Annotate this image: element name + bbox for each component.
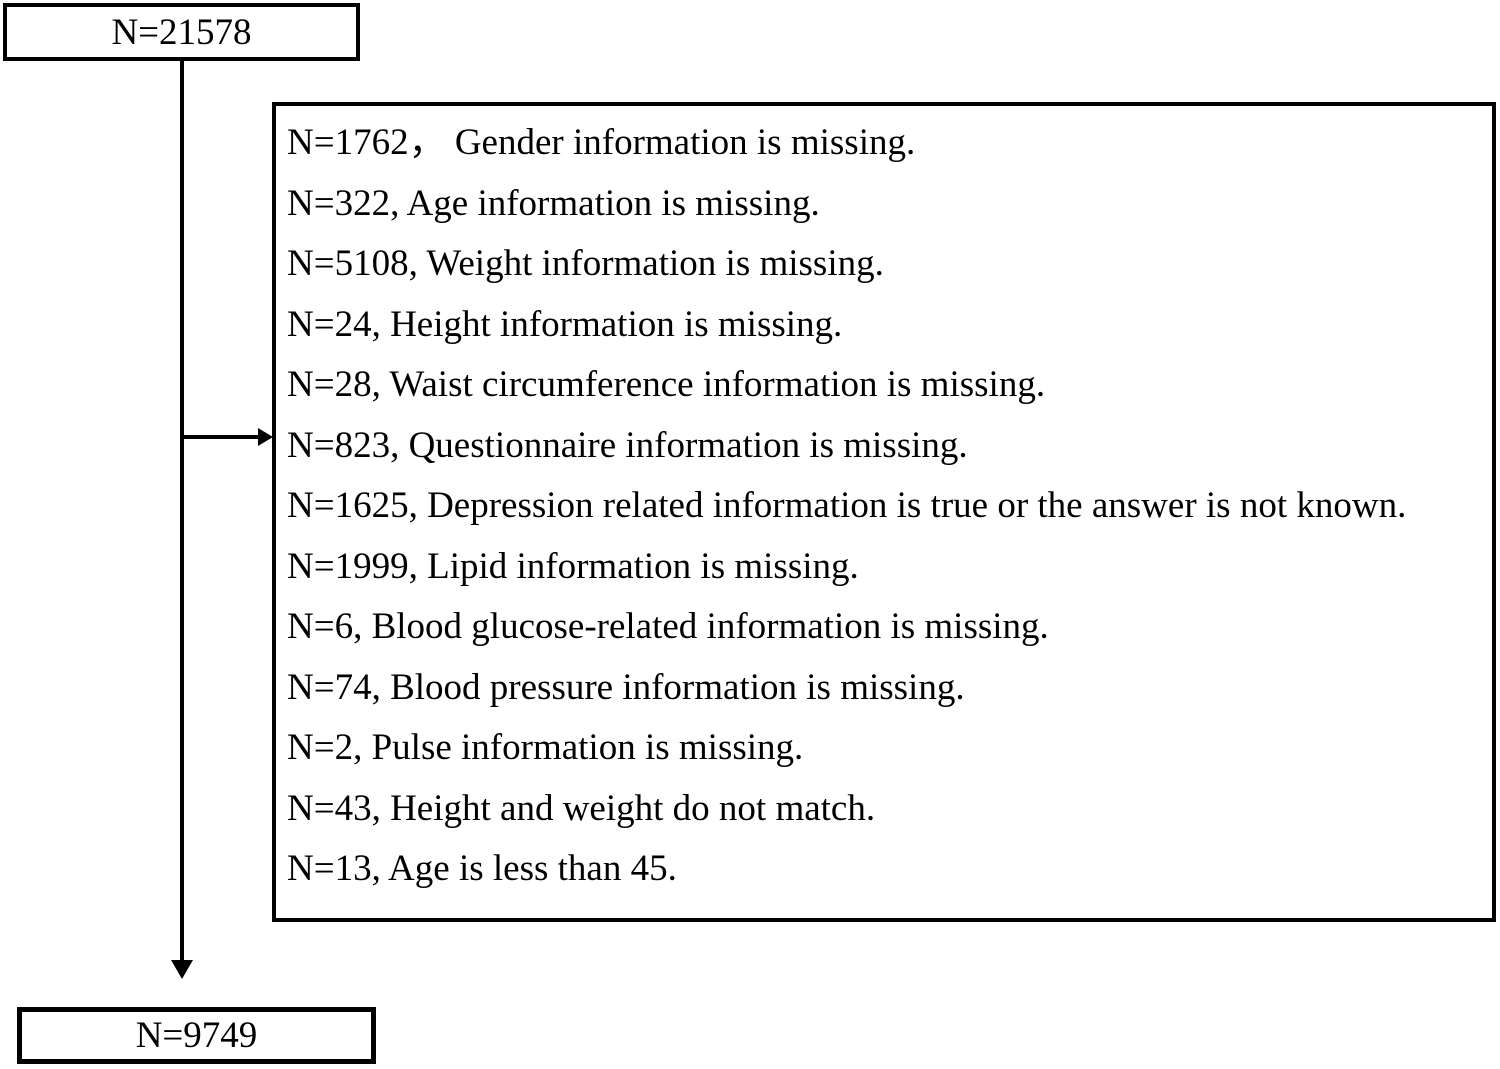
start-box: N=21578	[3, 3, 360, 61]
exclusion-item: N=28, Waist circumference information is…	[287, 364, 1046, 405]
exclusions-box: N=1762， Gender information is missing. N…	[272, 102, 1496, 922]
right-arrow-icon	[258, 428, 273, 446]
exclusion-item: N=1999, Lipid information is missing.	[287, 545, 859, 587]
exclusion-item: N=6, Blood glucose-related information i…	[287, 606, 1049, 647]
exclusion-item: N=74, Blood pressure information is miss…	[287, 666, 965, 708]
exclusion-item: N=1762， Gender information is missing.	[287, 122, 916, 163]
branch-arrow-line	[182, 435, 260, 439]
exclusion-item: N=823, Questionnaire information is miss…	[287, 424, 968, 466]
down-arrow-icon	[171, 960, 193, 979]
exclusion-item: N=2, Pulse information is missing.	[287, 727, 804, 768]
exclusion-item: N=43, Height and weight do not match.	[287, 787, 876, 829]
down-arrow-line	[180, 58, 184, 962]
exclusion-item: N=13, Age is less than 45.	[287, 848, 677, 889]
end-box-label: N=9749	[135, 1015, 258, 1056]
exclusion-item: N=1625, Depression related information i…	[287, 485, 1407, 526]
exclusion-item: N=24, Height information is missing.	[287, 303, 843, 345]
start-box-label: N=21578	[111, 11, 252, 53]
exclusion-item: N=322, Age information is missing.	[287, 182, 820, 224]
end-box: N=9749	[17, 1007, 376, 1064]
exclusion-item: N=5108, Weight information is missing.	[287, 243, 884, 284]
